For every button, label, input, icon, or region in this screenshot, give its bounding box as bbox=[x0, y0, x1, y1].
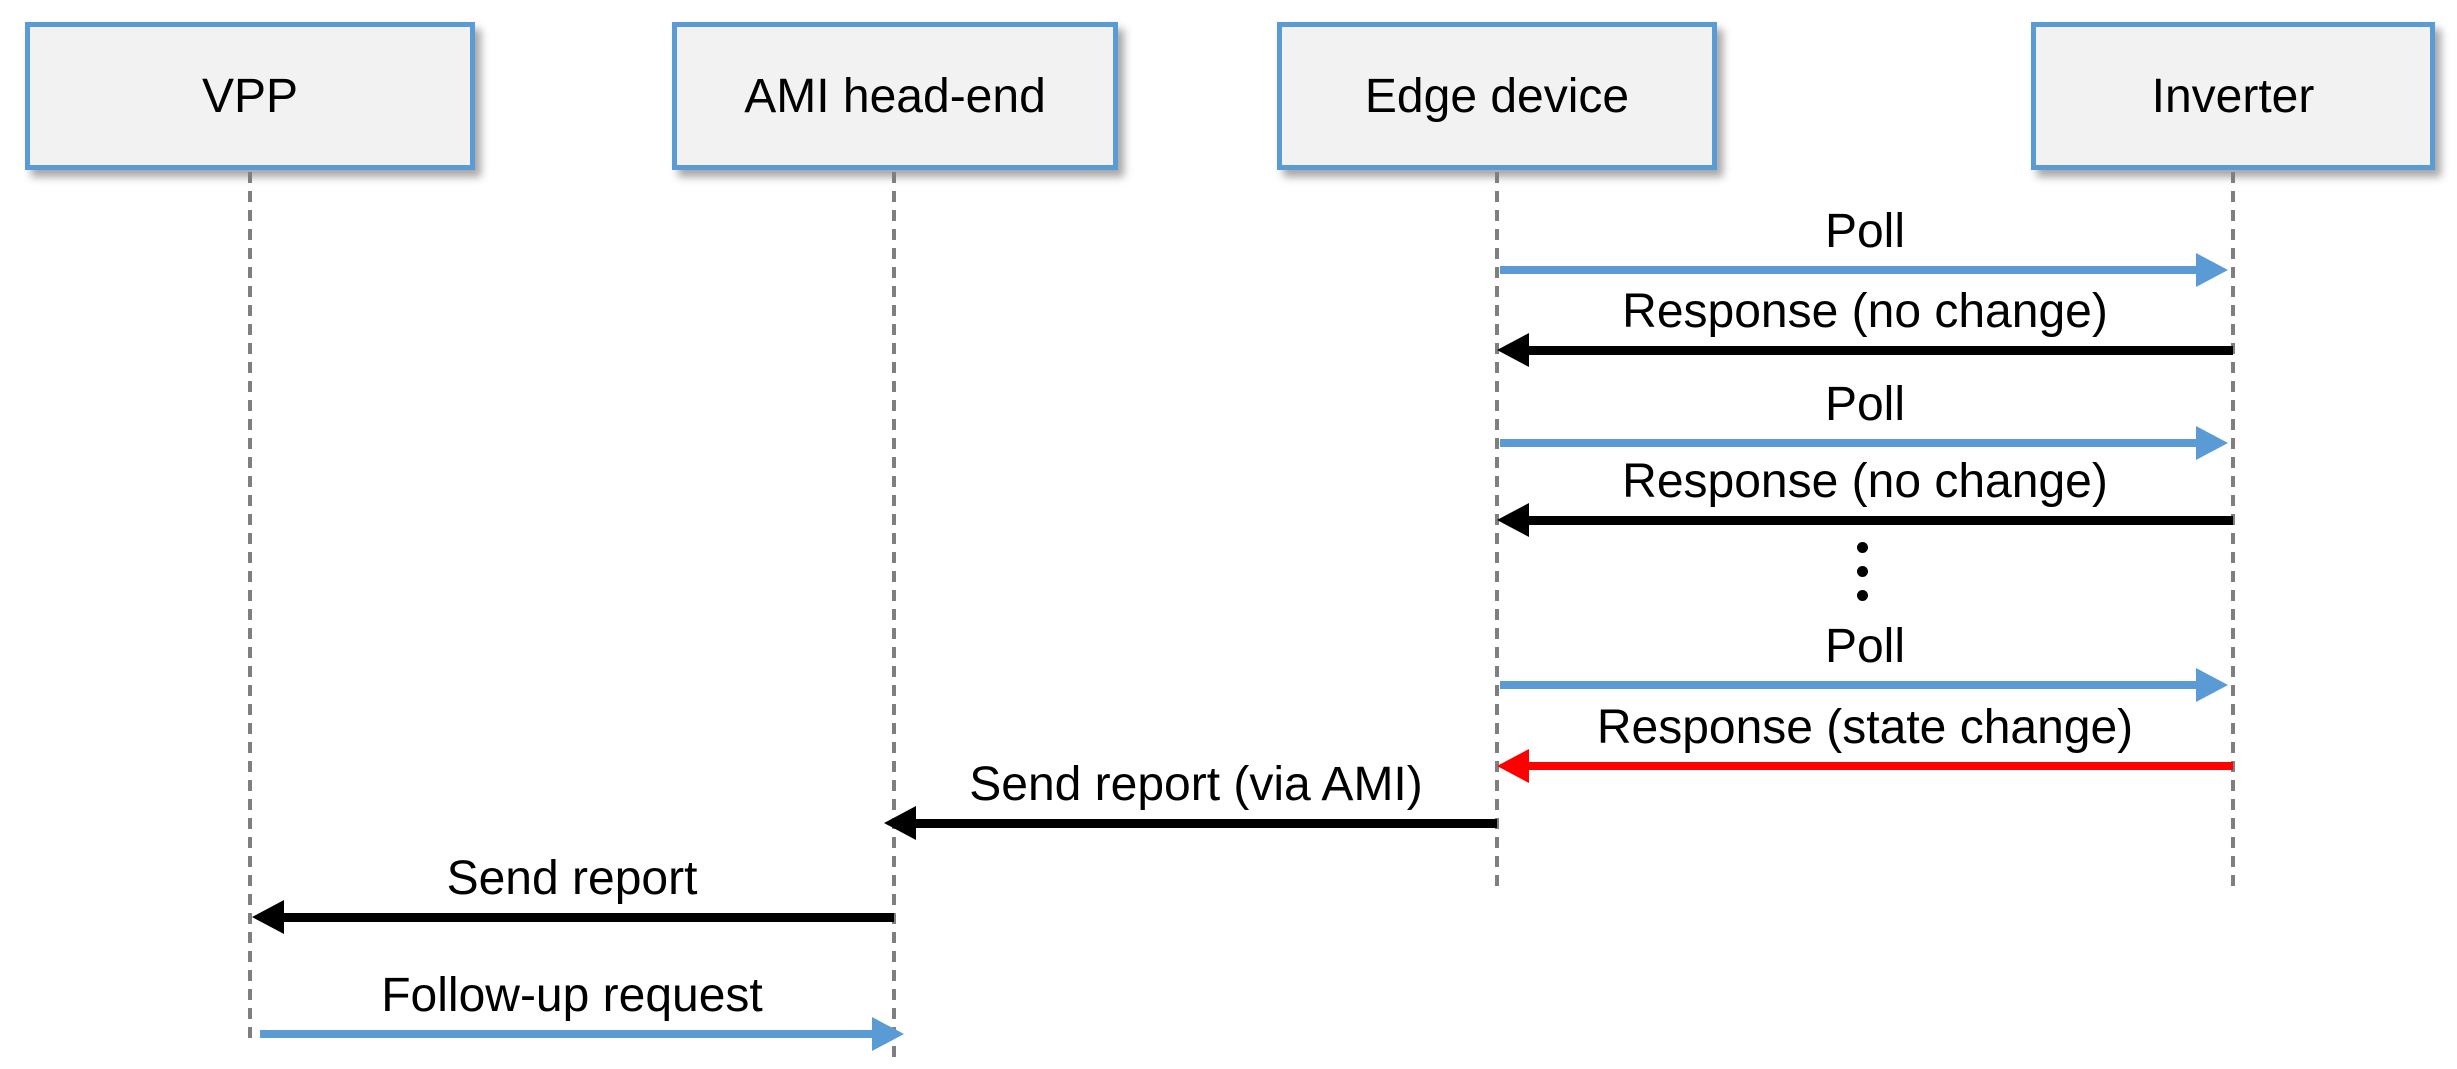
message-line-poll-3 bbox=[1500, 681, 2196, 689]
arrowhead-left-icon bbox=[884, 806, 916, 840]
ellipsis-dot bbox=[1857, 590, 1868, 601]
arrowhead-left-icon bbox=[1497, 749, 1529, 783]
actor-box-inverter: Inverter bbox=[2031, 22, 2435, 170]
message-label-poll-2: Poll bbox=[1824, 378, 1906, 431]
message-line-poll-1 bbox=[1500, 266, 2196, 274]
message-line-response-no-change-1 bbox=[1529, 346, 2233, 355]
lifeline-inverter bbox=[2231, 172, 2235, 892]
message-line-follow-up-request bbox=[260, 1030, 872, 1038]
actor-label-ami-head-end: AMI head-end bbox=[744, 69, 1046, 123]
actor-box-ami-head-end: AMI head-end bbox=[672, 22, 1118, 170]
arrowhead-right-icon bbox=[2196, 426, 2228, 460]
message-label-response-no-change-1: Response (no change) bbox=[1622, 285, 2108, 338]
message-label-response-state-change: Response (state change) bbox=[1596, 701, 2134, 754]
ellipsis-dot bbox=[1857, 542, 1868, 553]
arrowhead-right-icon bbox=[2196, 253, 2228, 287]
message-line-send-report bbox=[284, 913, 894, 922]
arrowhead-left-icon bbox=[1497, 503, 1529, 537]
lifeline-ami-head-end bbox=[892, 172, 896, 1058]
actor-box-edge-device: Edge device bbox=[1277, 22, 1717, 170]
message-label-send-report: Send report bbox=[446, 852, 698, 905]
arrowhead-left-icon bbox=[252, 900, 284, 934]
actor-label-edge-device: Edge device bbox=[1364, 69, 1630, 123]
message-label-poll-1: Poll bbox=[1824, 205, 1906, 258]
actor-label-vpp: VPP bbox=[201, 69, 299, 123]
actor-label-inverter: Inverter bbox=[2151, 69, 2315, 123]
message-line-send-report-via-ami bbox=[916, 819, 1497, 828]
lifeline-vpp bbox=[248, 172, 252, 1046]
arrowhead-left-icon bbox=[1497, 333, 1529, 367]
message-label-follow-up-request: Follow-up request bbox=[381, 969, 763, 1022]
message-label-response-no-change-2: Response (no change) bbox=[1622, 455, 2108, 508]
arrowhead-right-icon bbox=[2196, 668, 2228, 702]
arrowhead-right-icon bbox=[872, 1017, 904, 1051]
message-label-send-report-via-ami: Send report (via AMI) bbox=[969, 758, 1423, 811]
ellipsis-dot bbox=[1857, 566, 1868, 577]
message-line-response-state-change bbox=[1529, 762, 2233, 770]
message-label-poll-3: Poll bbox=[1824, 620, 1906, 673]
actor-box-vpp: VPP bbox=[25, 22, 475, 170]
message-line-response-no-change-2 bbox=[1529, 516, 2233, 525]
message-line-poll-2 bbox=[1500, 439, 2196, 447]
